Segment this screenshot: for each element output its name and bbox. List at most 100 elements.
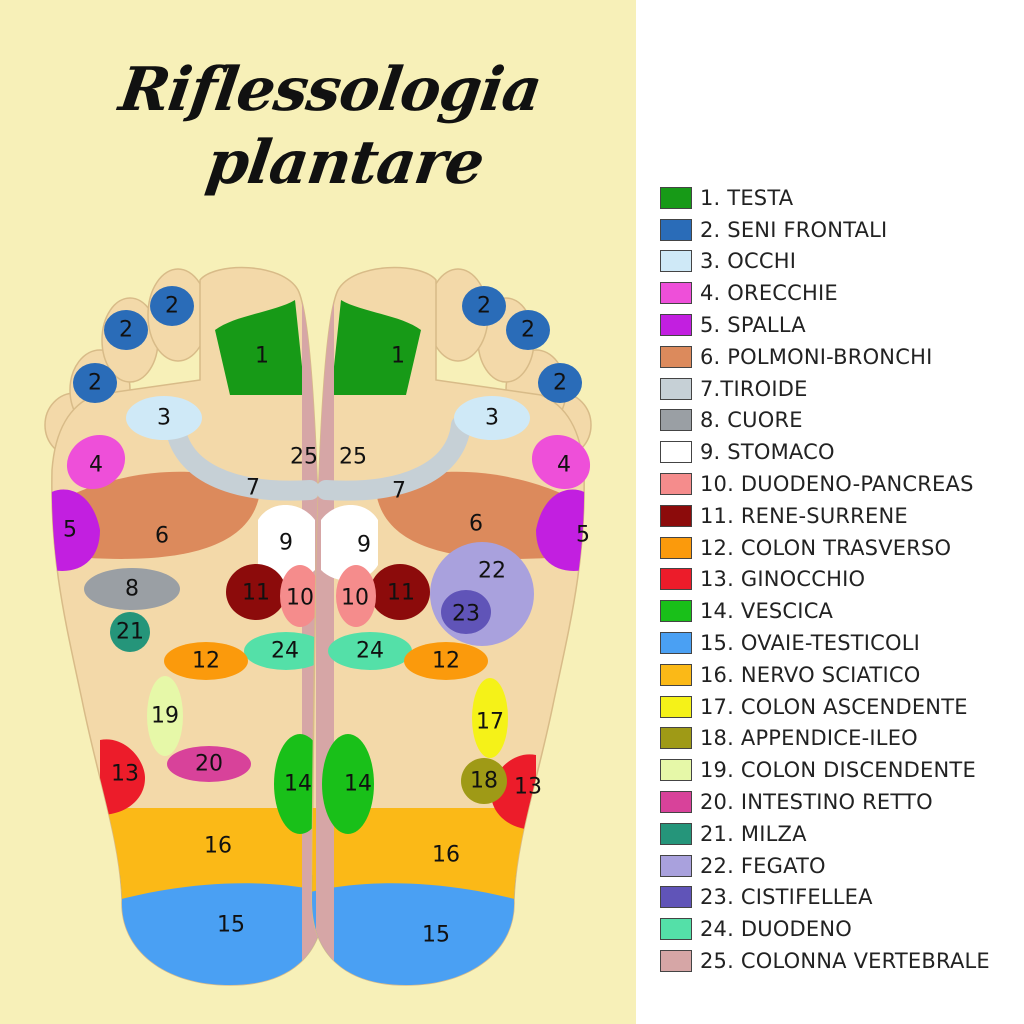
legend-item: 13. GINOCCHIO xyxy=(660,564,1020,596)
legend-item: 18. APPENDICE-ILEO xyxy=(660,723,1020,755)
left-zone-21 xyxy=(110,612,150,652)
right-label-4: 4 xyxy=(557,453,571,478)
legend-swatch xyxy=(660,918,692,941)
left-zone-7 xyxy=(165,415,320,501)
left-zone-19 xyxy=(147,676,183,756)
legend-swatch xyxy=(660,441,692,464)
legend-swatch xyxy=(660,473,692,496)
left-zone-3 xyxy=(126,396,202,440)
legend-item: 4. ORECCHIE xyxy=(660,277,1020,309)
legend-item: 16. NERVO SCIATICO xyxy=(660,659,1020,691)
left-label-2b: 2 xyxy=(119,318,133,343)
right-zone-12 xyxy=(404,642,488,680)
right-zone-14 xyxy=(322,734,374,834)
legend-item: 6. POLMONI-BRONCHI xyxy=(660,341,1020,373)
right-label-2a: 2 xyxy=(553,371,567,396)
legend-item: 9. STOMACO xyxy=(660,436,1020,468)
right-zone-6 xyxy=(376,471,584,559)
legend-item: 12. COLON TRASVERSO xyxy=(660,532,1020,564)
legend-label: 4. ORECCHIE xyxy=(700,281,838,306)
right-zone-7 xyxy=(316,415,471,501)
right-label-15: 15 xyxy=(422,923,450,948)
legend-item: 20. INTESTINO RETTO xyxy=(660,786,1020,818)
legend-item: 1. TESTA xyxy=(660,182,1020,214)
legend-swatch xyxy=(660,663,692,686)
legend-item: 19. COLON DISCENDENTE xyxy=(660,754,1020,786)
left-zone-9 xyxy=(258,505,315,581)
legend-item: 2. SENI FRONTALI xyxy=(660,214,1020,246)
legend-label: 5. SPALLA xyxy=(700,313,806,338)
left-label-10: 10 xyxy=(286,586,314,611)
legend-item: 15. OVAIE-TESTICOLI xyxy=(660,627,1020,659)
left-zone-6 xyxy=(52,471,260,559)
left-label-2c: 2 xyxy=(165,294,179,319)
legend-item: 23. CISTIFELLEA xyxy=(660,882,1020,914)
feet-diagram: 1 2 2 2 3 4 5 6 7 8 9 10 11 12 13 14 15 … xyxy=(44,266,592,986)
right-label-14: 14 xyxy=(344,772,372,797)
legend-swatch xyxy=(660,695,692,718)
left-zone-10 xyxy=(280,565,320,627)
legend-label: 8. CUORE xyxy=(700,408,803,433)
left-zone-24 xyxy=(244,632,328,670)
left-label-19: 19 xyxy=(151,704,179,729)
legend-item: 21. MILZA xyxy=(660,818,1020,850)
right-zone-18 xyxy=(461,758,507,804)
legend: 1. TESTA 2. SENI FRONTALI 3. OCCHI 4. ORECC… xyxy=(660,182,1020,977)
left-label-8: 8 xyxy=(125,577,139,602)
legend-label: 17. COLON ASCENDENTE xyxy=(700,694,968,719)
left-label-20: 20 xyxy=(195,752,223,777)
legend-label: 7.TIROIDE xyxy=(700,376,808,401)
legend-swatch xyxy=(660,186,692,209)
left-label-13: 13 xyxy=(111,762,139,787)
legend-item: 17. COLON ASCENDENTE xyxy=(660,691,1020,723)
left-label-14: 14 xyxy=(284,772,312,797)
left-zone-11 xyxy=(226,564,286,620)
right-zone-25 xyxy=(316,290,334,985)
left-label-25: 25 xyxy=(290,445,318,470)
legend-label: 13. GINOCCHIO xyxy=(700,567,866,592)
legend-label: 11. RENE-SURRENE xyxy=(700,503,908,528)
legend-item: 7.TIROIDE xyxy=(660,373,1020,405)
right-zone-labels: 1 2 2 2 3 4 5 6 7 9 10 11 12 13 14 15 16… xyxy=(339,294,590,948)
left-zone-labels: 1 2 2 2 3 4 5 6 7 8 9 10 11 12 13 14 15 … xyxy=(63,294,318,938)
legend-item: 22. FEGATO xyxy=(660,850,1020,882)
right-label-11: 11 xyxy=(387,581,415,606)
left-label-7: 7 xyxy=(246,476,260,501)
right-zone-4 xyxy=(531,434,591,490)
left-zone-12 xyxy=(164,642,248,680)
right-label-18: 18 xyxy=(470,769,498,794)
right-label-12: 12 xyxy=(432,649,460,674)
right-label-3: 3 xyxy=(485,406,499,431)
left-zone-1 xyxy=(215,300,305,395)
legend-swatch xyxy=(660,632,692,655)
right-zone-2c xyxy=(462,286,506,326)
legend-swatch xyxy=(660,854,692,877)
legend-label: 25. COLONNA VERTEBRALE xyxy=(700,949,990,974)
legend-item: 5. SPALLA xyxy=(660,309,1020,341)
legend-item: 14. VESCICA xyxy=(660,595,1020,627)
left-zone-2a xyxy=(73,363,117,403)
legend-swatch xyxy=(660,314,692,337)
right-zone-11 xyxy=(370,564,430,620)
left-zone-13 xyxy=(100,739,145,815)
right-label-2b: 2 xyxy=(521,318,535,343)
left-zone-4 xyxy=(66,434,126,490)
right-label-10: 10 xyxy=(341,586,369,611)
legend-label: 15. OVAIE-TESTICOLI xyxy=(700,631,921,656)
right-zone-2a xyxy=(538,363,582,403)
legend-label: 1. TESTA xyxy=(700,185,794,210)
legend-label: 19. COLON DISCENDENTE xyxy=(700,758,976,783)
right-zone-16 xyxy=(312,808,536,905)
right-zone-17 xyxy=(472,678,508,758)
left-label-24: 24 xyxy=(271,639,299,664)
right-label-2c: 2 xyxy=(477,294,491,319)
legend-label: 16. NERVO SCIATICO xyxy=(700,662,921,687)
right-zone-1 xyxy=(331,300,421,395)
left-zone-20 xyxy=(167,746,251,782)
legend-label: 3. OCCHI xyxy=(700,249,797,274)
right-label-9: 9 xyxy=(357,533,371,558)
left-label-15: 15 xyxy=(217,913,245,938)
legend-label: 20. INTESTINO RETTO xyxy=(700,790,933,815)
right-zone-3 xyxy=(454,396,530,440)
legend-swatch xyxy=(660,822,692,845)
